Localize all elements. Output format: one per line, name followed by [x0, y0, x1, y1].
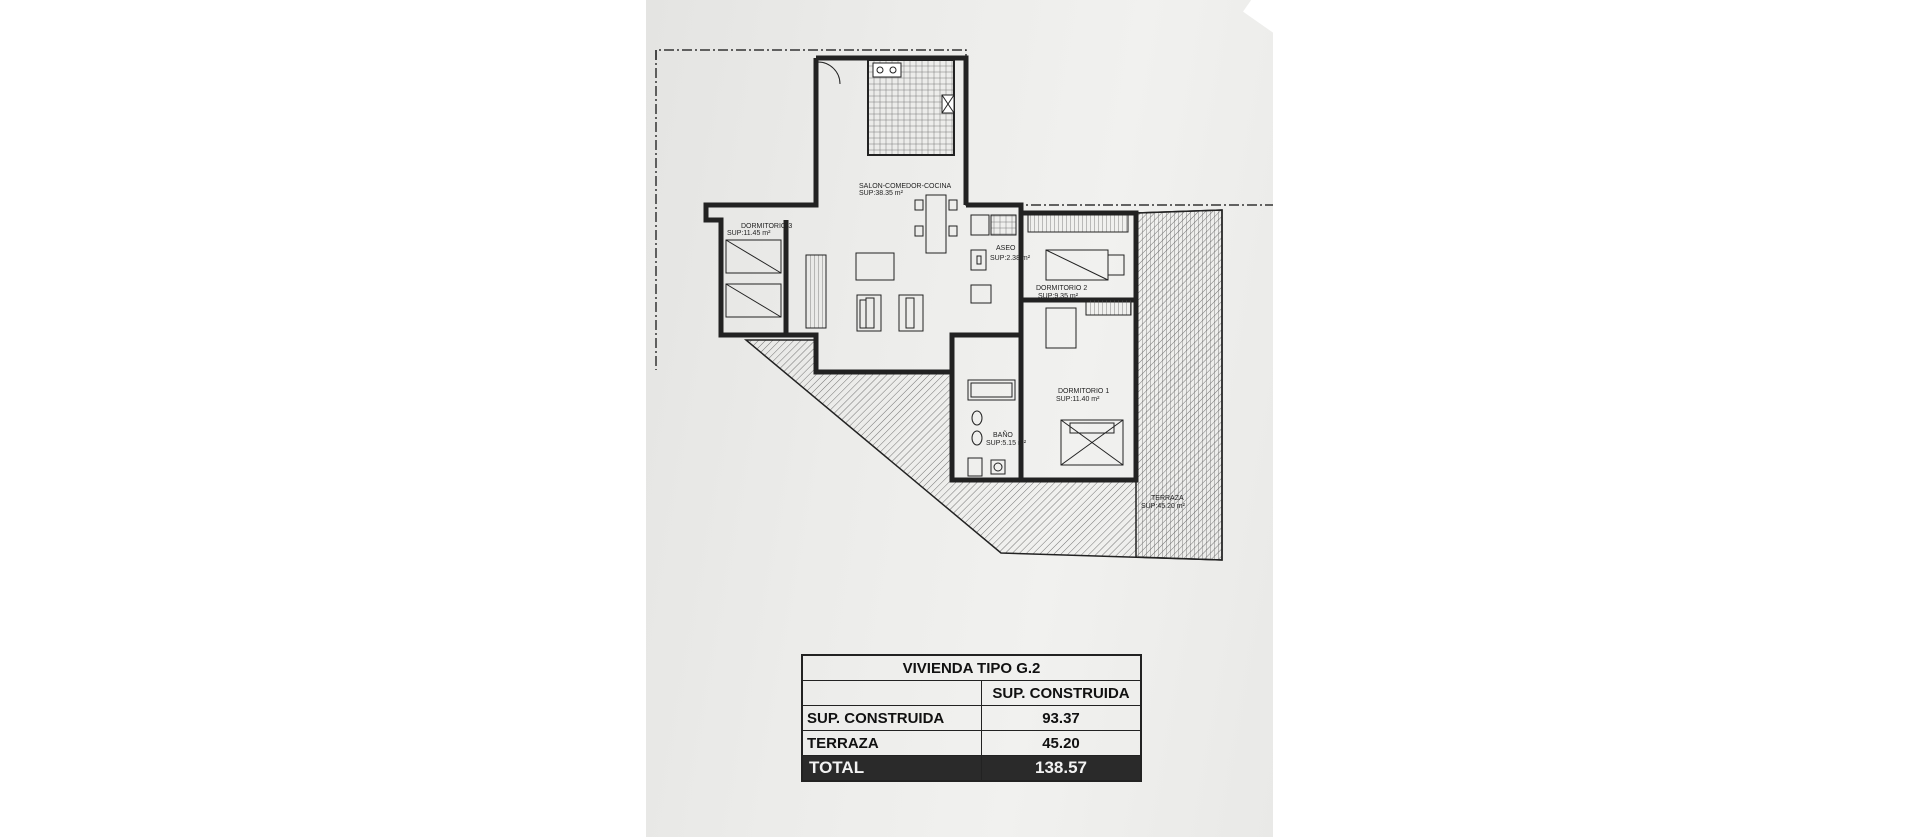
room-area-dormitorio-3: SUP:11.45 m²	[727, 230, 771, 237]
room-labels: SALON-COMEDOR-COCINA SUP:38.35 m² DORMIT…	[727, 183, 1186, 510]
dormitorio-3-beds	[725, 239, 827, 329]
summary-total-row: TOTAL 138.57	[801, 755, 1142, 782]
dormitorio-1-bed	[1060, 419, 1124, 466]
summary-header-blank	[801, 680, 982, 706]
dormitorio-2-furniture	[1027, 214, 1132, 349]
room-label-aseo: ASEO	[996, 245, 1016, 252]
summary-header-row: SUP. CONSTRUIDA	[801, 680, 1142, 706]
room-label-bano: BAÑO	[993, 430, 1013, 439]
room-label-terraza: TERRAZA	[1151, 495, 1184, 502]
terrace-area	[743, 209, 1223, 561]
summary-row-label: SUP. CONSTRUIDA	[801, 705, 982, 731]
room-label-salon: SALON-COMEDOR-COCINA	[859, 183, 952, 190]
room-area-dormitorio-1: SUP:11.40 m²	[1056, 396, 1100, 403]
sofa-set	[855, 252, 924, 332]
summary-row-label: TERRAZA	[801, 730, 982, 756]
room-label-dormitorio-3: DORMITORIO 3	[741, 223, 792, 230]
summary-row: TERRAZA 45.20	[801, 730, 1142, 756]
room-area-salon: SUP:38.35 m²	[859, 190, 904, 197]
room-label-dormitorio-2: DORMITORIO 2	[1036, 285, 1087, 292]
summary-col-header: SUP. CONSTRUIDA	[981, 680, 1142, 706]
door-arc	[817, 61, 841, 85]
summary-row-value: 45.20	[981, 730, 1142, 756]
bano-fixtures	[967, 379, 1016, 477]
floor-plan: SALON-COMEDOR-COCINA SUP:38.35 m² DORMIT…	[655, 49, 1273, 561]
surface-summary-table: VIVIENDA TIPO G.2 SUP. CONSTRUIDA SUP. C…	[801, 654, 1142, 782]
room-area-terraza: SUP:45.20 m²	[1141, 503, 1186, 510]
dining-table	[914, 194, 958, 254]
summary-title-row: VIVIENDA TIPO G.2	[801, 654, 1142, 681]
summary-total-value: 138.57	[981, 755, 1142, 782]
summary-total-label: TOTAL	[801, 755, 982, 782]
property-boundary	[655, 49, 1273, 370]
summary-row-value: 93.37	[981, 705, 1142, 731]
aseo-fixtures	[970, 214, 1017, 304]
summary-row: SUP. CONSTRUIDA 93.37	[801, 705, 1142, 731]
room-area-bano: SUP:5.15 m²	[986, 440, 1027, 447]
room-area-aseo: SUP:2.38 m²	[990, 255, 1031, 262]
scanned-document: SALON-COMEDOR-COCINA SUP:38.35 m² DORMIT…	[646, 0, 1273, 837]
kitchen	[867, 59, 955, 156]
summary-title: VIVIENDA TIPO G.2	[801, 654, 1142, 681]
room-area-dormitorio-2: SUP:9.35 m²	[1038, 293, 1079, 300]
room-label-dormitorio-1: DORMITORIO 1	[1058, 388, 1109, 395]
